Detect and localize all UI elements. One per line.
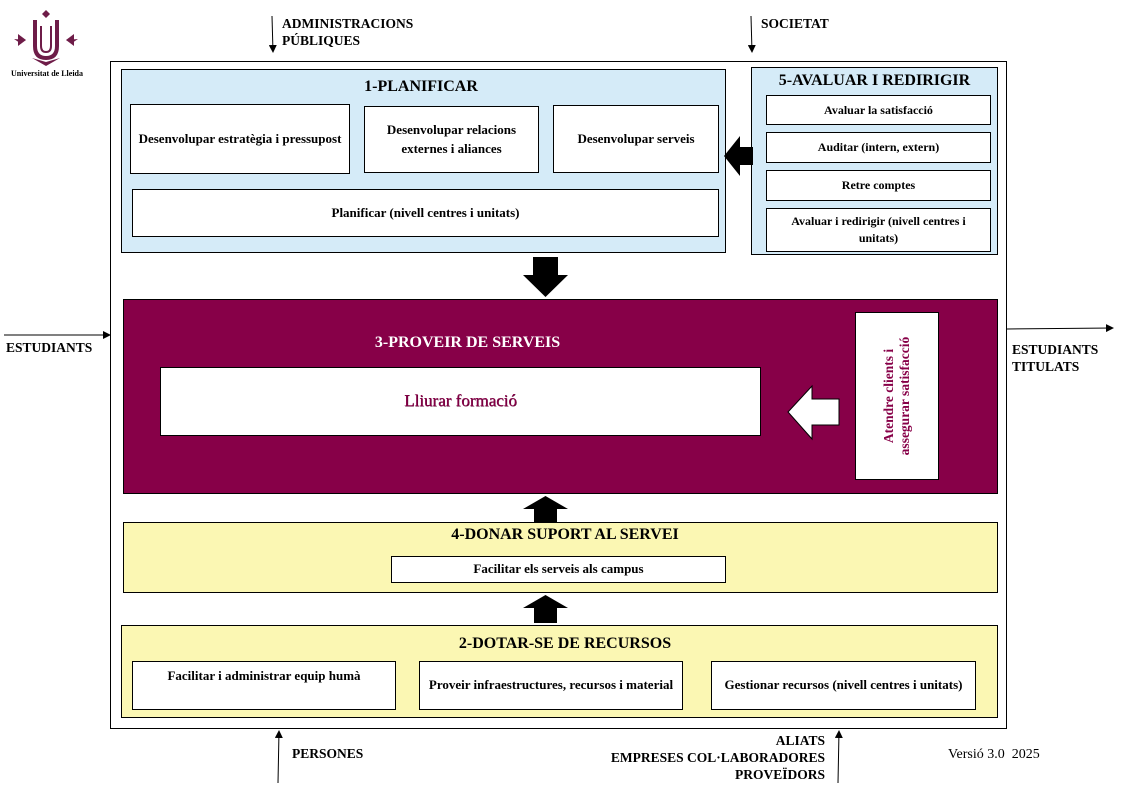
proveir-main-label: Lliurar formació <box>404 391 517 411</box>
recursos-box-infraestructures: Proveir infraestructures, recursos i mat… <box>419 661 683 710</box>
version-label: Versió 3.0 2025 <box>948 747 1040 762</box>
planificar-box-nivell: Planificar (nivell centres i unitats) <box>132 189 719 237</box>
recursos-box-equip-huma: Facilitar i administrar equip humà <box>132 661 396 710</box>
arrow-recursos-to-suport <box>523 595 568 623</box>
arrow-persones <box>274 730 283 784</box>
recursos-box-gestionar: Gestionar recursos (nivell centres i uni… <box>711 661 976 710</box>
suport-box-campus: Facilitar els serveis als campus <box>391 556 726 583</box>
avaluar-item-auditar: Auditar (intern, extern) <box>766 132 991 163</box>
label-persones: PERSONES <box>292 746 364 761</box>
avaluar-item-redirigir: Avaluar i redirigir (nivell centres i un… <box>766 208 991 252</box>
planificar-title: 1-PLANIFICAR <box>364 78 478 95</box>
arrow-societat <box>747 15 756 53</box>
arrow-aliats <box>834 730 843 784</box>
avaluar-item-satisfaccio: Avaluar la satisfacció <box>766 95 991 125</box>
avaluar-item-retre-comptes: Retre comptes <box>766 170 991 201</box>
arrow-avaluar-to-planificar <box>724 136 753 176</box>
arrow-suport-to-proveir <box>523 496 568 524</box>
proveir-side-label: Atendre clients i assegurar satisfacció <box>880 336 912 456</box>
recursos-title: 2-DOTAR-SE DE RECURSOS <box>458 635 672 652</box>
proveir-side-box: Atendre clients i assegurar satisfacció <box>855 312 939 480</box>
arrow-planificar-to-proveir <box>523 257 568 297</box>
proveir-main-box: Lliurar formació <box>160 367 761 436</box>
planificar-box-serveis: Desenvolupar serveis <box>553 105 719 173</box>
label-administracions: ADMINISTRACIONS PÚBLIQUES <box>282 16 414 48</box>
proveir-title: 3-PROVEIR DE SERVEIS <box>374 334 561 351</box>
logo-caption: Universitat de Lleida <box>11 69 83 78</box>
label-estudiants-in: ESTUDIANTS <box>6 340 93 355</box>
label-societat: SOCIETAT <box>761 16 829 31</box>
process-map-frame <box>110 61 1007 729</box>
planificar-box-estrategia: Desenvolupar estratègia i pressupost <box>130 104 350 174</box>
arrow-administracions <box>268 15 277 53</box>
arrow-atendre-to-lliurar <box>787 384 840 441</box>
label-aliats: ALIATS EMPRESES COL·LABORADORES PROVEÏDO… <box>610 733 825 782</box>
university-emblem-icon <box>14 10 78 66</box>
avaluar-title: 5-AVALUAR I REDIRIGIR <box>778 72 971 89</box>
planificar-box-relacions: Desenvolupar relacions externes i alianc… <box>364 106 539 173</box>
university-logo: Universitat de Lleida <box>6 6 88 82</box>
suport-title: 4-DONAR SUPORT AL SERVEI <box>451 526 679 543</box>
label-estudiants-titulats: ESTUDIANTS TITULATS <box>1012 342 1099 374</box>
arrow-estudiants-out <box>1006 324 1114 333</box>
